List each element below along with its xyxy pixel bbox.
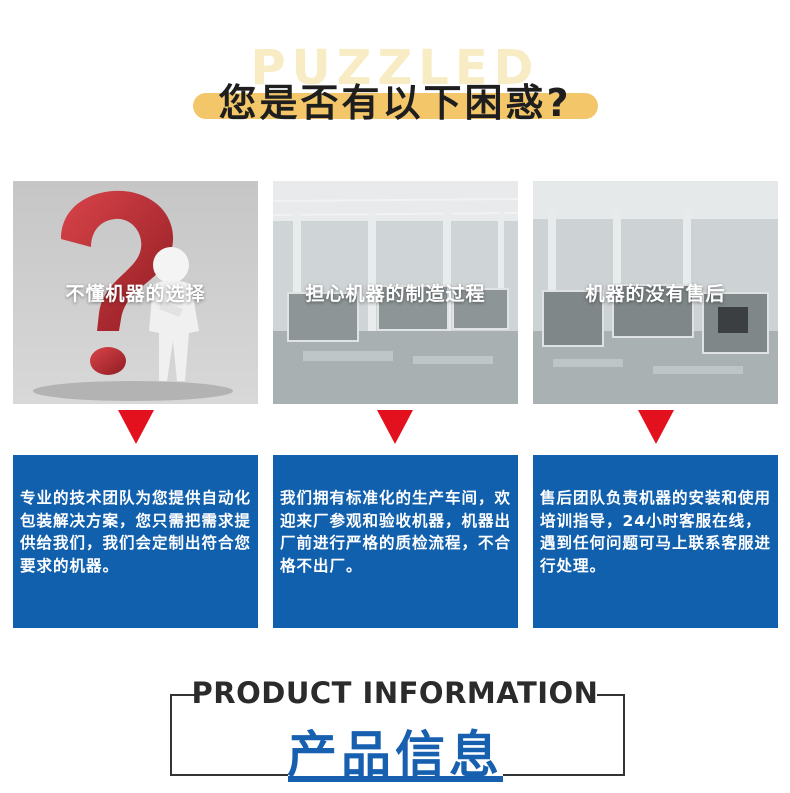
info-box-3: 售后团队负责机器的安装和使用培训指导，24小时客服在线，遇到任何问题可马上联系客… <box>533 455 778 628</box>
page-title: 您是否有以下困惑? <box>218 81 572 125</box>
panel-label-3: 机器的没有售后 <box>585 283 726 305</box>
heading-underline <box>288 776 503 782</box>
product-info-title: PRODUCT INFORMATION <box>191 676 599 710</box>
factory-floor-illustration <box>273 181 518 404</box>
down-arrow-icon <box>118 410 154 444</box>
panel-label-2: 担心机器的制造过程 <box>305 283 486 305</box>
watermark-text: PUZZLED <box>250 40 540 96</box>
panel-image-2: 担心机器的制造过程 <box>273 181 518 404</box>
title-highlight-bar <box>193 93 598 119</box>
info-box-1: 专业的技术团队为您提供自动化包装解决方案，您只需把需求提供给我们，我们会定制出符… <box>13 455 258 628</box>
factory-machines-illustration <box>533 181 778 404</box>
info-text-2: 我们拥有标准化的生产车间，欢迎来厂参观和验收机器，机器出厂前进行严格的质检流程，… <box>280 489 512 575</box>
frame-line-top-left <box>170 694 198 696</box>
panel-label-1: 不懂机器的选择 <box>65 283 206 305</box>
frame-line-top-right <box>597 694 625 696</box>
panel-image-1: 不懂机器的选择 <box>13 181 258 404</box>
info-text-3: 售后团队负责机器的安装和使用培训指导，24小时客服在线，遇到任何问题可马上联系客… <box>540 489 772 575</box>
frame-line-right <box>623 694 625 776</box>
frame-line-bottom-right <box>503 774 625 776</box>
info-text-1: 专业的技术团队为您提供自动化包装解决方案，您只需把需求提供给我们，我们会定制出符… <box>20 489 252 575</box>
panel-image-3: 机器的没有售后 <box>533 181 778 404</box>
info-box-2: 我们拥有标准化的生产车间，欢迎来厂参观和验收机器，机器出厂前进行严格的质检流程，… <box>273 455 518 628</box>
down-arrow-icon <box>638 410 674 444</box>
question-figure-illustration <box>13 181 258 404</box>
frame-line-bottom-left <box>170 774 288 776</box>
frame-line-left <box>170 694 172 776</box>
product-info-heading: 产品信息 <box>287 726 503 784</box>
down-arrow-icon <box>377 410 413 444</box>
